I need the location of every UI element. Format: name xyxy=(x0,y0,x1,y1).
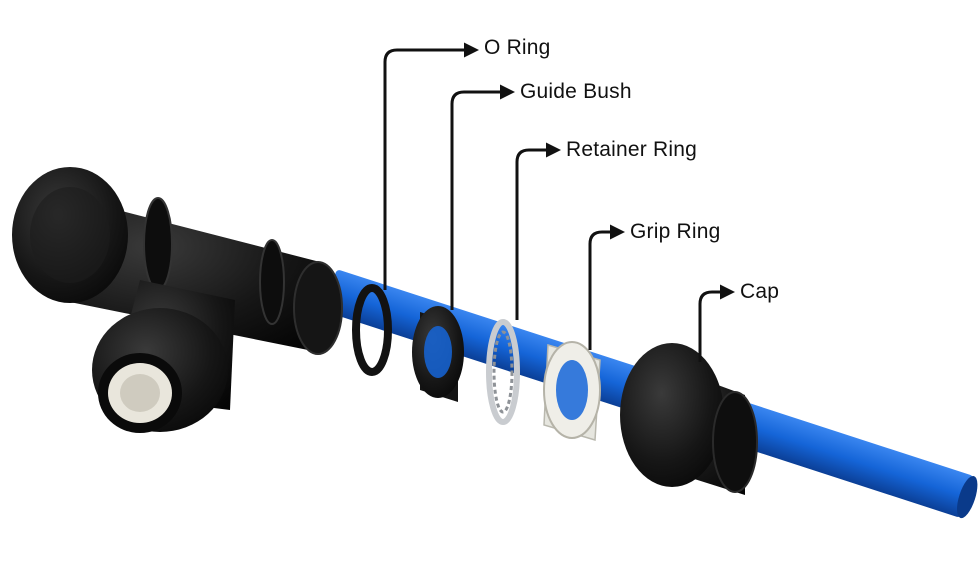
guide-bush xyxy=(412,306,464,402)
o-ring xyxy=(352,284,392,376)
cap-label: Cap xyxy=(740,280,780,303)
leader-grip-ring xyxy=(588,224,625,350)
grip-ring xyxy=(543,341,601,441)
tee-fitting xyxy=(12,167,343,433)
pipe-end xyxy=(957,475,978,519)
retainer-ring xyxy=(486,319,520,425)
leader-retainer-ring xyxy=(515,142,561,320)
leader-guide-bush xyxy=(450,84,515,310)
leader-lines xyxy=(383,42,735,362)
leader-o-ring xyxy=(383,42,479,290)
retainer-ring-label: Retainer Ring xyxy=(566,138,697,161)
cap xyxy=(620,343,758,495)
leader-cap xyxy=(698,284,735,362)
grip-ring-label: Grip Ring xyxy=(630,220,721,243)
guide-bush-label: Guide Bush xyxy=(520,80,632,103)
o-ring-label: O Ring xyxy=(484,36,551,59)
